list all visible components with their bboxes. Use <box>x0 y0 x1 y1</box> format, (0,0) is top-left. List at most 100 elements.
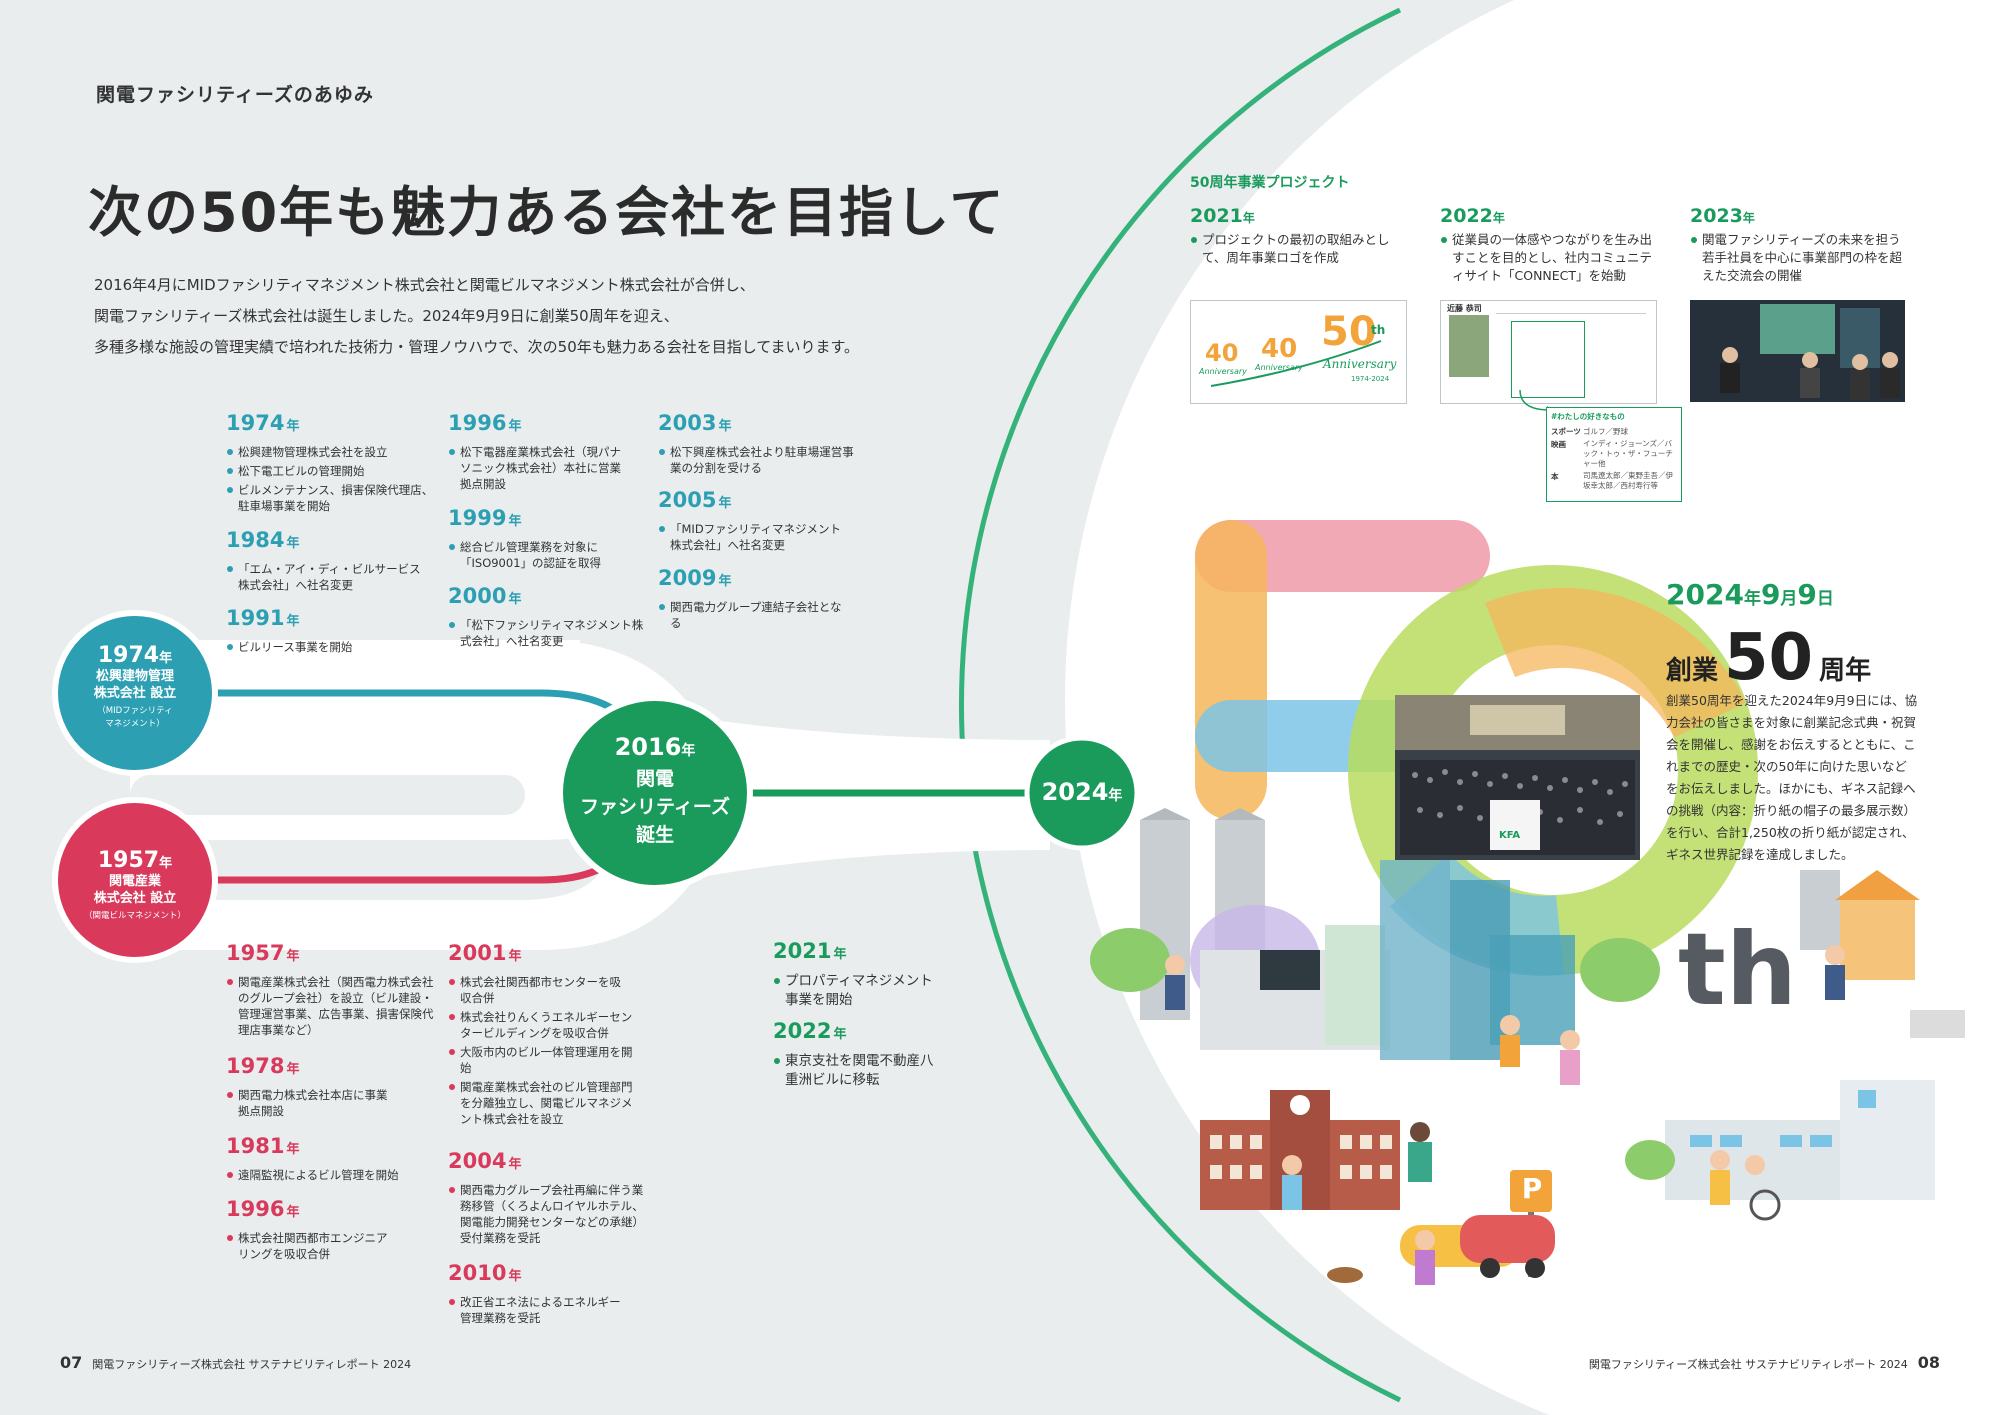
milestone-circles <box>52 610 1140 963</box>
timeline-item: 「MIDファシリティマネジメント株式会社」へ社名変更 <box>658 521 850 553</box>
timeline-items: 総合ビル管理業務を対象に「ISO9001」の認証を取得 <box>448 539 638 571</box>
project-items: プロジェクトの最初の取組みとして、周年事業ロゴを作成 <box>1190 231 1410 267</box>
timeline-item: ビルメンテナンス、損害保険代理店、駐車場事業を開始 <box>226 482 438 514</box>
circle-2024 <box>1024 735 1140 851</box>
project-col-2021: 2021年 プロジェクトの最初の取組みとして、周年事業ロゴを作成 <box>1190 205 1410 270</box>
favorites-row: スポーツゴルフ／野球 <box>1551 427 1628 436</box>
connect-user-name: 近藤 恭司 <box>1447 304 1482 313</box>
timeline-item: プロパティマネジメント事業を開始 <box>773 972 945 1010</box>
timeline-items: 改正省エネ法によるエネルギー管理業務を受託 <box>448 1294 648 1326</box>
big-th-text: th <box>1678 911 1797 1028</box>
timeline-item: 改正省エネ法によるエネルギー管理業務を受託 <box>448 1294 625 1326</box>
favorites-row: 本司馬遼太郎／東野圭吾／伊坂幸太郎／西村寿行等 <box>1551 471 1673 490</box>
project-item: 関電ファシリティーズの未来を担う若手社員を中心に事業部門の枠を超えた交流会の開催 <box>1690 231 1912 285</box>
circle-1957 <box>52 797 218 963</box>
page-number-right: 08 <box>1917 1353 1940 1372</box>
timeline-item: 関西電力グループ連結子会社となる <box>658 599 845 631</box>
logo-anniv-c: Anniversary <box>1323 357 1397 371</box>
timeline-item: 大阪市内のビル一体管理運用を開始 <box>448 1044 640 1076</box>
timeline-items: 関西電力グループ連結子会社となる <box>658 599 858 631</box>
timeline-item: 松下興産株式会社より駐車場運営事業の分割を受ける <box>658 444 865 476</box>
circle-2016-text: 2016年 関電 ファシリティーズ 誕生 <box>580 733 730 846</box>
timeline-item: 関西電力株式会社本店に事業拠点開設 <box>226 1087 388 1119</box>
logo-years: 1974-2024 <box>1351 375 1390 383</box>
intro-line: 関電ファシリティーズ株式会社は誕生しました。2024年9月9日に創業50周年を迎… <box>94 307 679 325</box>
timeline-item: 「松下ファシリティマネジメント株式会社」へ社名変更 <box>448 617 645 649</box>
circle-1974 <box>52 610 218 776</box>
timeline-item: 「エム・アイ・ディ・ビルサービス株式会社」へ社名変更 <box>226 561 428 593</box>
logo-40-b: 40 <box>1261 334 1298 364</box>
timeline-item: 松興建物管理株式会社を設立 <box>226 444 446 460</box>
project-items: 従業員の一体感やつながりを生み出すことを目的とし、社内コミュニティサイト「CON… <box>1440 231 1660 285</box>
project-year: 2022年 <box>1440 205 1505 227</box>
timeline-items: 松下電器産業株式会社（現パナソニック株式会社）本社に営業拠点開設 <box>448 444 638 492</box>
timeline-items: 関西電力グループ会社再編に伴う業務移管（くろよんロイヤルホテル、関電能力開発セン… <box>448 1182 648 1246</box>
timeline-items: ビルリース事業を開始 <box>226 639 446 655</box>
project-item: 従業員の一体感やつながりを生み出すことを目的とし、社内コミュニティサイト「CON… <box>1440 231 1662 285</box>
timeline-item: 関電産業株式会社（関西電力株式会社のグループ会社）を設立（ビル建設・管理運営事業… <box>226 974 443 1038</box>
timeline-item: 株式会社りんくうエネルギーセンタービルディングを吸収合併 <box>448 1009 640 1041</box>
exchange-event-photo <box>1690 300 1905 402</box>
divider <box>1496 313 1646 314</box>
project-col-2022: 2022年 従業員の一体感やつながりを生み出すことを目的とし、社内コミュニティサ… <box>1440 205 1660 288</box>
timeline-items: 関電産業株式会社（関西電力株式会社のグループ会社）を設立（ビル建設・管理運営事業… <box>226 974 446 1038</box>
timeline-item: 東京支社を関電不動産八重洲ビルに移転 <box>773 1052 945 1090</box>
timeline-item: 関電産業株式会社のビル管理部門を分離独立し、関電ビルマネジメント株式会社を設立 <box>448 1079 640 1127</box>
project-year: 2021年 <box>1190 205 1255 227</box>
anniversary-logo-box: 40 Anniversary 40 Anniversary 50 th Anni… <box>1190 300 1407 404</box>
exchange-event-image <box>1720 304 1900 400</box>
connect-user-photo <box>1449 315 1489 377</box>
favorites-heading: #わたしの好きなもの <box>1551 412 1625 421</box>
intro-line: 2016年4月にMIDファシリティマネジメント株式会社と関電ビルマネジメント株式… <box>94 276 755 294</box>
timeline-item: ビルリース事業を開始 <box>226 639 446 655</box>
logo-th: th <box>1371 323 1386 337</box>
project-label: 50周年事業プロジェクト <box>1190 175 1350 191</box>
page-number-left: 07 <box>60 1353 83 1372</box>
timeline-item: 総合ビル管理業務を対象に「ISO9001」の認証を取得 <box>448 539 635 571</box>
footer-company: 関電ファシリティーズ株式会社 サステナビリティレポート 2024 <box>92 1358 412 1371</box>
timeline-items: 東京支社を関電不動産八重洲ビルに移転 <box>773 1052 963 1090</box>
timeline-item: 松下電器産業株式会社（現パナソニック株式会社）本社に営業拠点開設 <box>448 444 630 492</box>
timeline-items: 株式会社関西都市センターを吸収合併 株式会社りんくうエネルギーセンタービルディン… <box>448 974 643 1127</box>
kfa-sign: KFA <box>1499 830 1521 841</box>
timeline-items: 「松下ファシリティマネジメント株式会社」へ社名変更 <box>448 617 648 649</box>
footer-left: 07 関電ファシリティーズ株式会社 サステナビリティレポート 2024 <box>60 1353 411 1372</box>
timeline-item: 株式会社関西都市センターを吸収合併 <box>448 974 630 1006</box>
timeline-items: 「エム・アイ・ディ・ビルサービス株式会社」へ社名変更 <box>226 561 446 593</box>
section-label: 関電ファシリティーズのあゆみ <box>96 84 374 106</box>
circle-1974-text: 1974年 松興建物管理 株式会社 設立 （MIDファシリティ マネジメント） <box>93 643 177 729</box>
timeline-items: 「MIDファシリティマネジメント株式会社」へ社名変更 <box>658 521 858 553</box>
timeline-items: 松下興産株式会社より駐車場運営事業の分割を受ける <box>658 444 858 476</box>
project-item: プロジェクトの最初の取組みとして、周年事業ロゴを作成 <box>1190 231 1412 267</box>
circle-1957-text: 1957年 関電産業 株式会社 設立 （関電ビルマネジメント） <box>83 848 186 921</box>
page-title: 次の50年も魅力ある会社を目指して <box>88 181 1006 244</box>
anniversary-date: 2024年9月9日 <box>1666 578 1834 611</box>
anniversary-logo-image <box>1210 340 1382 387</box>
timeline-items: 株式会社関西都市エンジニアリングを吸収合併 <box>226 1230 446 1262</box>
